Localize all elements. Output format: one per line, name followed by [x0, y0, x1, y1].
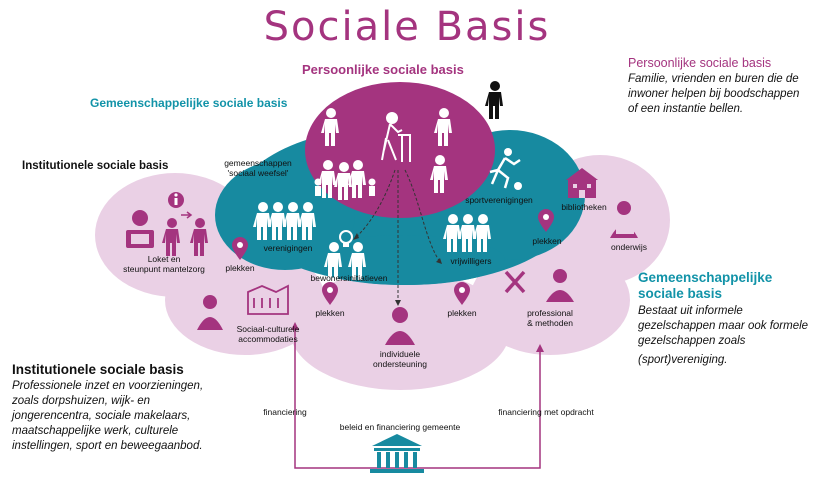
label-sociaal-cultureel: Sociaal-culturele accommodaties — [236, 324, 300, 344]
label-gemeenschappen: gemeenschappen 'sociaal weefsel' — [224, 158, 292, 178]
label-bibliotheken: bibliotheken — [561, 202, 607, 212]
professional-icon — [197, 295, 223, 330]
people-exchange-icon — [162, 211, 208, 256]
tools-icon — [504, 270, 526, 294]
computer-worker-icon — [126, 210, 154, 248]
bulb-icon — [324, 230, 366, 280]
school-icon — [566, 168, 598, 198]
panel-title: Gemeenschappelijke — [638, 270, 773, 285]
label-vrijwilligers: vrijwilligers — [450, 256, 492, 266]
panel-text-line: inwoner helpen bij boodschappen — [628, 88, 800, 100]
panel-text-line: gezelschappen zoals — [638, 335, 746, 347]
professional-icon — [385, 307, 415, 345]
label-plekken: plekken — [315, 308, 345, 318]
building-icon — [247, 284, 289, 315]
teacher-icon — [610, 201, 638, 238]
professional-icon — [546, 269, 574, 302]
label-financiering: financiering — [263, 407, 307, 417]
heading-institutioneel: Institutionele sociale basis — [22, 160, 169, 172]
bank-icon — [370, 434, 424, 473]
label-plekken: plekken — [447, 308, 477, 318]
label-plekken: plekken — [532, 236, 562, 246]
label-financiering-opdracht: financiering met opdracht — [498, 407, 594, 417]
label-verenigingen: verenigingen — [263, 243, 313, 253]
panel-text-line: gezelschappen maar ook formele — [638, 320, 809, 332]
persoonlijk-panel: Persoonlijke sociale basis Familie, vrie… — [628, 56, 812, 117]
panel-text-line: instellingen, sport en beweegaanbod. — [12, 440, 203, 452]
label-onderwijs: onderwijs — [611, 242, 647, 252]
dashed-arrows — [354, 169, 441, 300]
label-plekken: plekken — [225, 263, 255, 273]
label-sportverenigingen: sportverenigingen — [465, 195, 533, 205]
panel-text-line: Bestaat uit informele — [638, 305, 743, 317]
institutioneel-panel: Institutionele sociale basis Professione… — [12, 362, 242, 454]
page-title: Sociale Basis — [263, 4, 551, 50]
person-icon — [485, 81, 503, 119]
elderly-walker-icon — [381, 112, 411, 162]
panel-text-line: jongerencentra, sociale makelaars, — [12, 410, 191, 422]
label-bewonersinitiatieven: bewonersinitiatieven — [310, 273, 388, 283]
family-icon — [314, 160, 376, 200]
label-loket: Loket en steunpunt mantelzorg — [123, 254, 205, 274]
label-beleid: beleid en financiering gemeente — [339, 422, 461, 432]
panel-title: sociale basis — [638, 286, 723, 301]
panel-text-line: of een instantie bellen. — [628, 103, 744, 115]
label-individuele: individuele ondersteuning — [373, 349, 427, 369]
panel-title: Institutionele sociale basis — [12, 362, 184, 377]
panel-text-line: zoals dorpshuizen, wijk- en — [12, 395, 151, 407]
heading-gemeenschappelijk: Gemeenschappelijke sociale basis — [90, 96, 288, 110]
funding-lines — [294, 325, 541, 469]
label-professional: professional & methoden — [527, 308, 573, 328]
gemeenschappelijk-panel: Gemeenschappelijke sociale basis Bestaat… — [638, 270, 814, 368]
panel-text-line: (sport)vereniging. — [638, 354, 728, 366]
info-icon — [168, 192, 184, 208]
runner-icon — [489, 148, 522, 190]
panel-text-line: maatschappelijke werk, culturele — [12, 425, 179, 437]
panel-title: Persoonlijke sociale basis — [628, 56, 772, 70]
heading-persoonlijk: Persoonlijke sociale basis — [302, 62, 464, 77]
panel-text-line: Familie, vrienden en buren die de — [628, 73, 799, 85]
panel-text-line: Professionele inzet en voorzieningen, — [12, 380, 204, 392]
